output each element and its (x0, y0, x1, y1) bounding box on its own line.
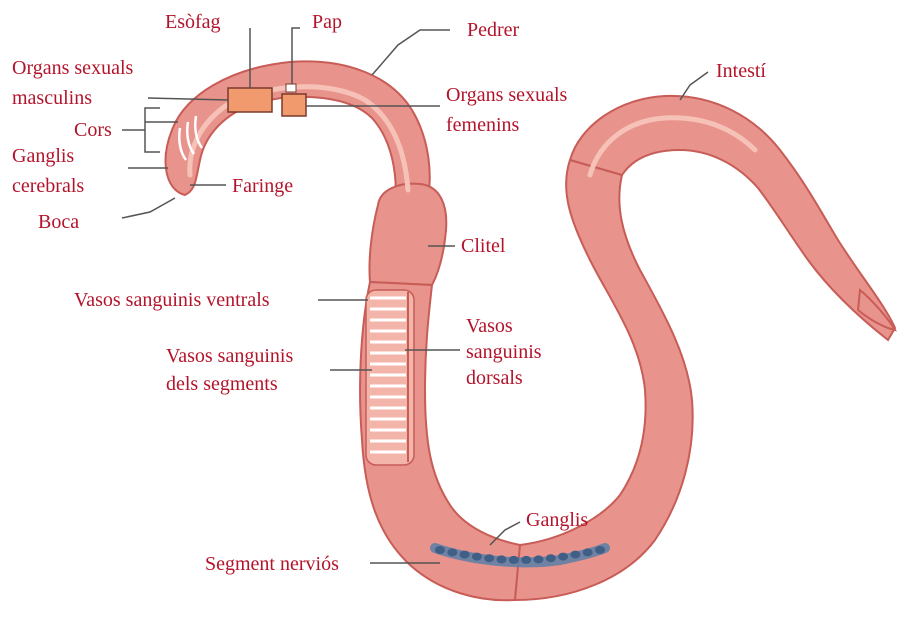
worm-lower-segment (515, 160, 693, 600)
label-esofag: Esòfag (165, 11, 221, 33)
clitellum (369, 184, 446, 285)
ganglion (570, 551, 580, 559)
ganglion (435, 546, 445, 554)
label-vasos-dorsals-line1: Vasos (466, 315, 513, 337)
leader-cors-bracket (145, 108, 160, 152)
label-vasos-ventrals: Vasos sanguinis ventrals (74, 289, 270, 311)
leader-boca (122, 198, 175, 218)
label-intesti: Intestí (716, 60, 766, 82)
label-organs-femenins-line1: Organs sexuals (446, 84, 567, 106)
label-organs-femenins-line2: femenins (446, 114, 520, 136)
ganglion (484, 554, 494, 562)
label-organs-masculins-line2: masculins (12, 87, 92, 109)
label-organs-masculins-line1: Organs sexuals (12, 57, 133, 79)
label-segment-nervios: Segment nerviós (205, 553, 339, 575)
female-organs-box (282, 94, 306, 116)
label-vasos-dorsals-line3: dorsals (466, 367, 523, 389)
ganglion (497, 555, 507, 563)
label-vasos-segments-line1: Vasos sanguinis (166, 345, 293, 367)
label-ganglis: Ganglis (526, 509, 588, 531)
label-ganglis-cerebrals-line1: Ganglis (12, 145, 74, 167)
segment-blood-vessels (370, 298, 406, 452)
ganglion (447, 548, 457, 556)
ganglion (521, 556, 531, 564)
label-clitel: Clitel (461, 235, 506, 257)
ganglion (460, 551, 470, 559)
ganglion (534, 555, 544, 563)
label-ganglis-cerebrals-line2: cerebrals (12, 175, 84, 197)
blood-vessel-panel (366, 290, 414, 465)
label-vasos-dorsals-line2: sanguinis (466, 341, 542, 363)
ganglion (509, 556, 519, 564)
ganglion (583, 548, 593, 556)
crop-marker (286, 84, 296, 92)
worm-head-segment (166, 61, 430, 205)
label-boca: Boca (38, 211, 79, 233)
label-pedrer: Pedrer (467, 19, 520, 41)
male-organs-box (228, 88, 272, 112)
label-faringe: Faringe (232, 175, 293, 197)
label-cors: Cors (74, 119, 112, 141)
ganglion (595, 546, 605, 554)
leader-pedrer (372, 30, 450, 75)
ganglion (546, 554, 556, 562)
ganglion (472, 553, 482, 561)
label-pap: Pap (312, 11, 342, 33)
label-vasos-segments-line2: dels segments (166, 373, 278, 395)
ganglion (558, 553, 568, 561)
